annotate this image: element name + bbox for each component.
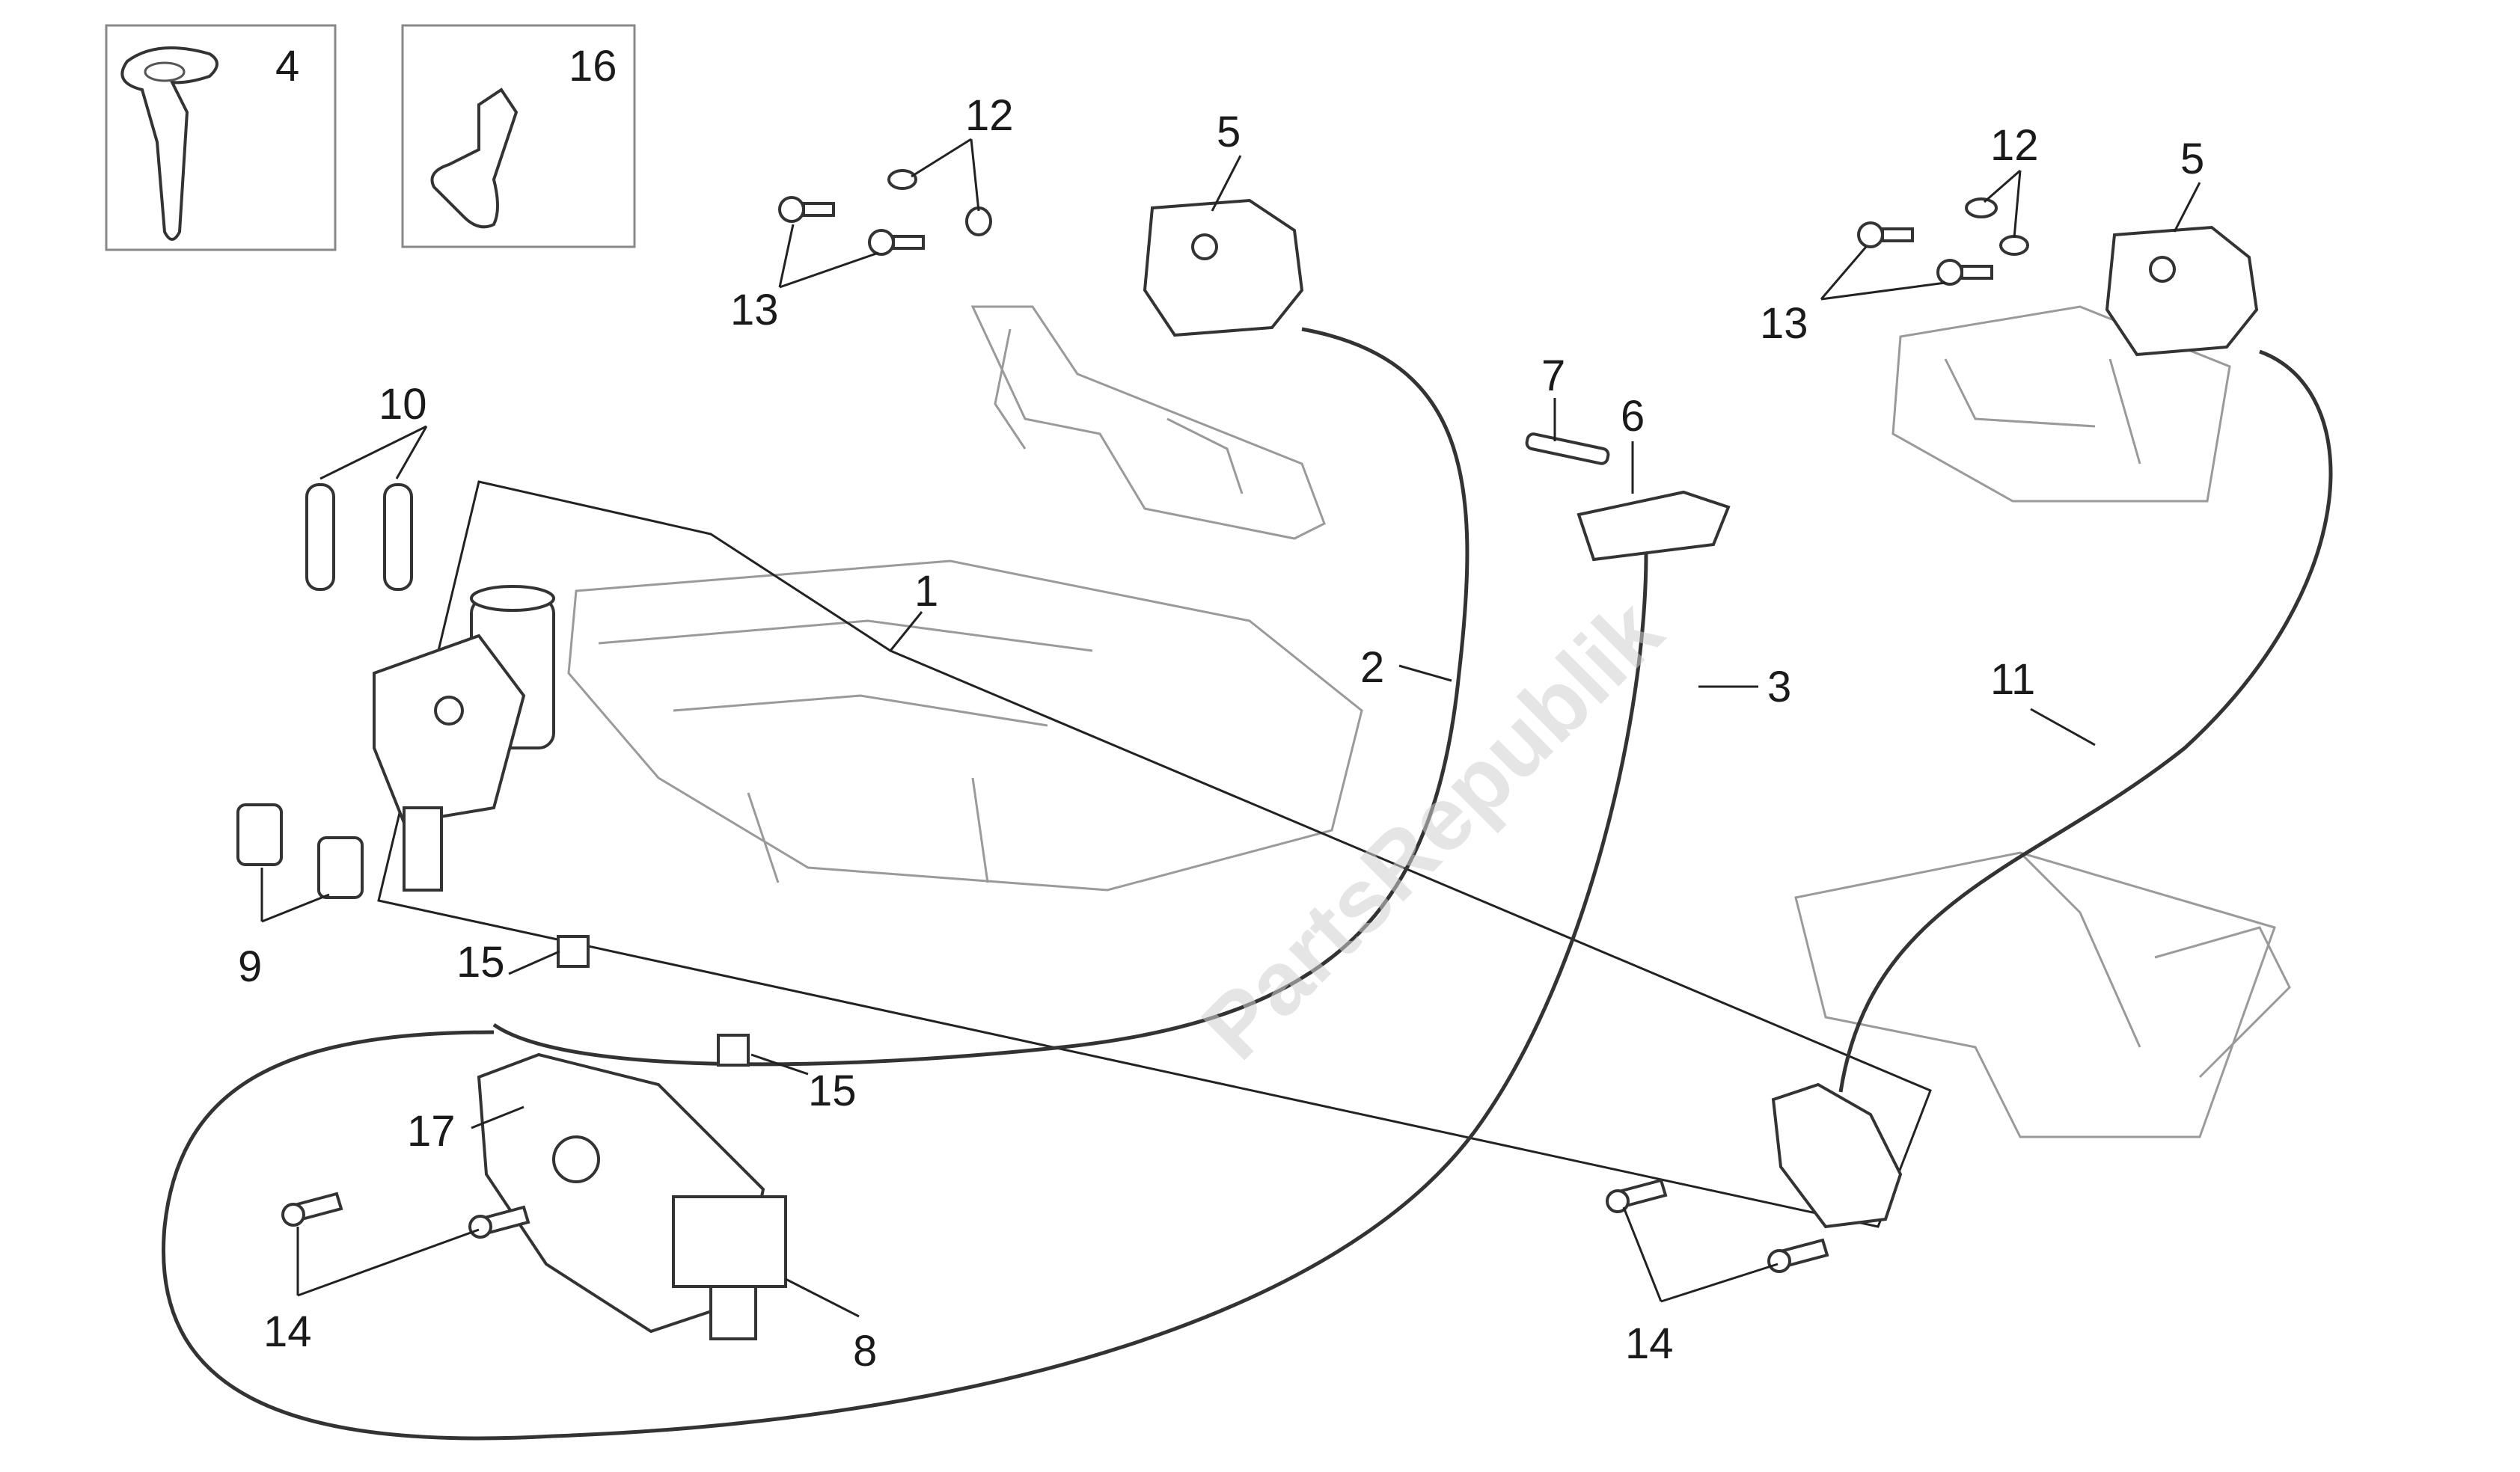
callout-3: 3: [1767, 663, 1791, 711]
inset-key: 4: [105, 24, 337, 251]
pin-7: [1525, 432, 1610, 465]
callout-16: 16: [569, 42, 617, 91]
release-mechanism: [1771, 1082, 1903, 1229]
key-tool-icon: [430, 88, 519, 229]
callout-9: 9: [238, 942, 262, 991]
callout-2: 2: [1360, 643, 1384, 692]
callout-17: 17: [407, 1107, 456, 1156]
frame-ghost-right: [1794, 305, 2291, 1138]
latch-5-right: [2105, 225, 2259, 357]
callout-10: 10: [379, 380, 427, 429]
callout-11: 11: [1990, 655, 2035, 704]
callout-4: 4: [275, 42, 299, 91]
bushings-9: [236, 803, 364, 899]
callout-5-right: 5: [2180, 135, 2204, 183]
fasteners-left: [778, 169, 992, 256]
latch-5-left: [1143, 198, 1304, 337]
callout-14-right: 14: [1625, 1319, 1674, 1368]
clips-15: [557, 935, 750, 1067]
callout-15-right: 15: [808, 1067, 857, 1115]
inset-tool: 16: [401, 24, 636, 248]
callout-13-right: 13: [1760, 299, 1808, 348]
callout-1: 1: [914, 567, 938, 616]
frame-ghost-center: [567, 305, 1363, 892]
callout-13-left: 13: [730, 286, 779, 334]
key-icon: [120, 46, 218, 241]
lever-6: [1576, 490, 1731, 562]
callout-12-right: 12: [1990, 121, 2039, 170]
callout-7: 7: [1541, 352, 1565, 400]
callout-14-left: 14: [263, 1307, 312, 1356]
group-outline: [377, 480, 1932, 1228]
callout-8: 8: [853, 1327, 877, 1376]
ignition-switch: [373, 585, 555, 892]
screws-14: [281, 1178, 1829, 1273]
leader-lines: [260, 138, 2201, 1318]
callout-5-left: 5: [1217, 108, 1241, 156]
fasteners-right: [1857, 197, 2029, 286]
callout-12-left: 12: [965, 91, 1014, 140]
bolts-10: [305, 483, 413, 591]
callout-15-left: 15: [456, 938, 505, 987]
cable-3: [162, 553, 1648, 1441]
callout-6: 6: [1621, 392, 1645, 441]
cable-11: [1838, 349, 2333, 1093]
seat-lock-8: [477, 1052, 787, 1340]
